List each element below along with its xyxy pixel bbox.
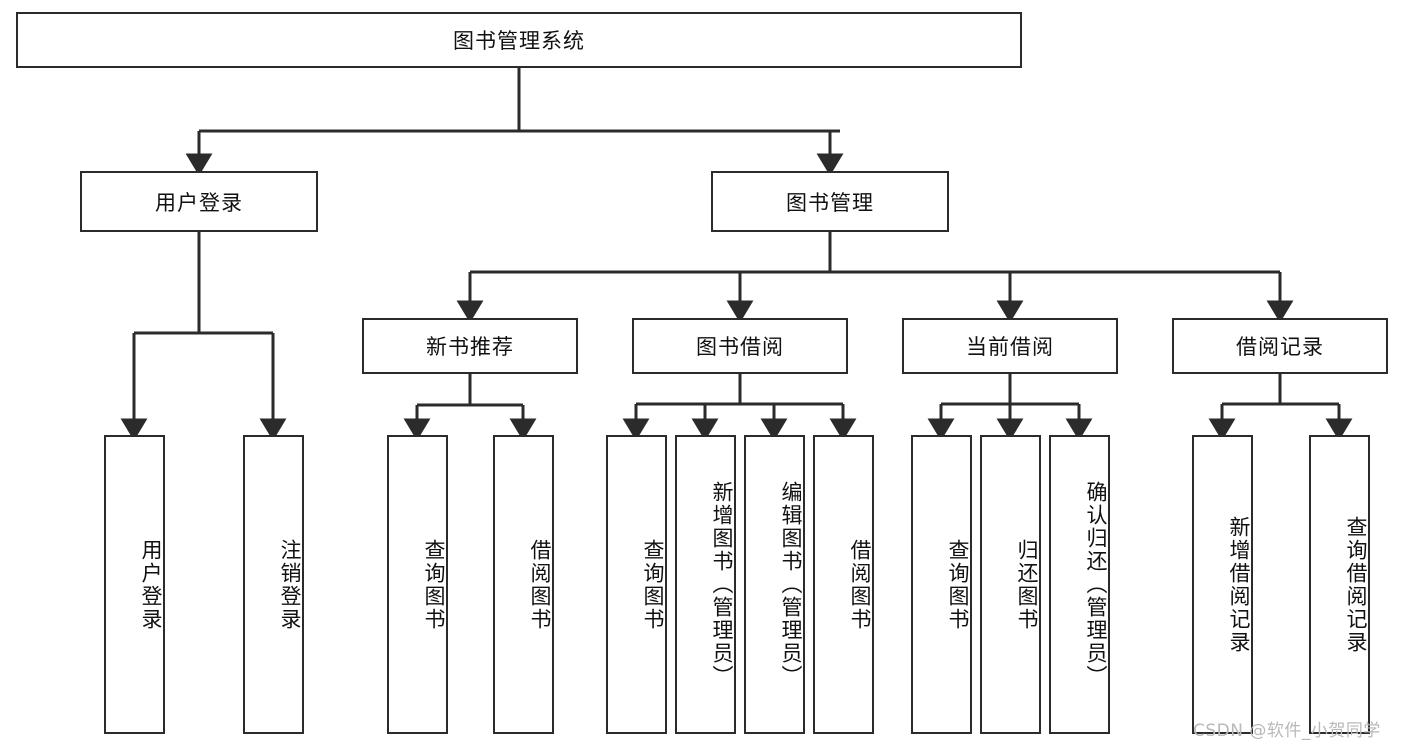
node-label: 新增借阅记录 [1227,515,1251,654]
node-label: 查询图书 [422,538,446,631]
node-label: 归还图书 [1015,538,1039,631]
leaf-borrow-query-book[interactable]: 查询图书 [606,435,667,734]
leaf-current-confirm-return-admin[interactable]: 确认归还（管理员） [1049,435,1110,734]
node-label: 编辑图书（管理员） [779,481,803,688]
node-label: 查询图书 [946,538,970,631]
node-label: 当前借阅 [966,335,1054,359]
node-new-book-recommend[interactable]: 新书推荐 [362,318,578,374]
node-label: 图书借阅 [696,335,784,359]
watermark: CSDN @软件_小贺同学 [1193,721,1381,741]
node-label: 查询借阅记录 [1344,515,1368,654]
leaf-current-query-book[interactable]: 查询图书 [911,435,972,734]
node-label: 新书推荐 [426,335,514,359]
leaf-borrow-borrow-book[interactable]: 借阅图书 [813,435,874,734]
leaf-recommend-query-book[interactable]: 查询图书 [387,435,448,734]
node-label: 图书管理系统 [453,29,585,53]
leaf-borrow-edit-book-admin[interactable]: 编辑图书（管理员） [744,435,805,734]
node-label: 借阅记录 [1236,335,1324,359]
node-borrow-record[interactable]: 借阅记录 [1172,318,1388,374]
node-book-borrow[interactable]: 图书借阅 [632,318,848,374]
node-label: 用户登录 [155,190,243,215]
node-label: 借阅图书 [528,538,552,631]
node-book-management[interactable]: 图书管理 [711,171,949,232]
node-label: 确认归还（管理员） [1084,481,1108,688]
node-label: 图书管理 [786,190,874,215]
leaf-recommend-borrow-book[interactable]: 借阅图书 [493,435,554,734]
node-current-borrow[interactable]: 当前借阅 [902,318,1118,374]
leaf-borrow-add-book-admin[interactable]: 新增图书（管理员） [675,435,736,734]
node-label: 查询图书 [641,538,665,631]
node-label: 用户登录 [139,538,163,631]
leaf-user-login-logout[interactable]: 注销登录 [243,435,304,734]
leaf-user-login-login[interactable]: 用户登录 [104,435,165,734]
node-label: 借阅图书 [848,538,872,631]
node-label: 注销登录 [278,538,302,631]
leaf-current-return-book[interactable]: 归还图书 [980,435,1041,734]
leaf-record-add-record[interactable]: 新增借阅记录 [1192,435,1253,734]
node-root-system[interactable]: 图书管理系统 [16,12,1022,68]
node-user-login[interactable]: 用户登录 [80,171,318,232]
leaf-record-query-record[interactable]: 查询借阅记录 [1309,435,1370,734]
node-label: 新增图书（管理员） [710,481,734,688]
